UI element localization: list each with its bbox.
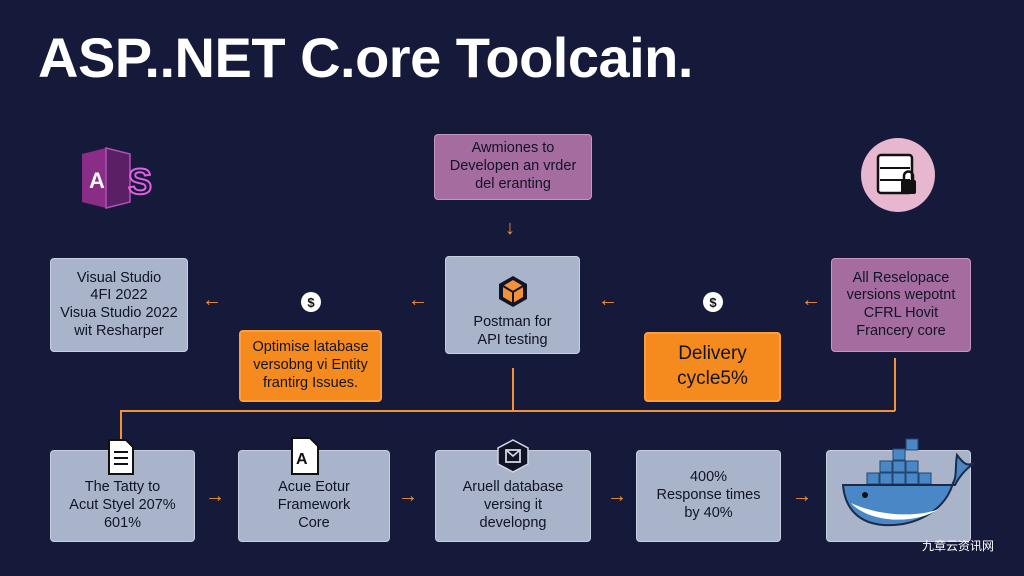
database-text: Aruell database versing it developng: [462, 479, 564, 531]
top-center-node: Awmiones to Developen an vrder del erant…: [434, 134, 592, 200]
postman-node: Postman for API testing: [445, 256, 580, 354]
postman-text: Postman for API testing: [473, 314, 552, 348]
release-text: All Reselopace versions wepotnt CFRL Hov…: [846, 269, 956, 339]
page-title: ASP..NET C.ore Toolcain.: [38, 26, 693, 89]
database-node: Aruell database versing it developng: [435, 450, 591, 542]
docker-whale-icon: [841, 438, 975, 527]
framework-node: Acue Eotur Framework Core: [238, 450, 390, 542]
svg-text:A: A: [89, 168, 105, 193]
connector-release-drop: [894, 358, 896, 411]
optimize-text: Optimise latabase versobng vi Entity fra…: [252, 339, 369, 391]
document-icon: [108, 439, 134, 475]
arrow-down-to-postman: ↓: [505, 217, 515, 239]
release-node: All Reselopace versions wepotnt CFRL Hov…: [831, 258, 971, 352]
delivery-node: Delivery cycle5%: [644, 332, 781, 402]
delivery-text: Delivery cycle5%: [677, 343, 748, 389]
watermark: 九章云资讯网: [922, 539, 995, 553]
package-cube-icon: [498, 276, 527, 308]
arrow-left-4: ←: [801, 289, 821, 311]
arrow-right-2: →: [398, 485, 418, 507]
arrow-right-3: →: [607, 485, 627, 507]
arrow-left-2: ←: [408, 289, 428, 311]
connector-bus: [120, 410, 895, 412]
file-icon: A: [291, 437, 319, 475]
optimize-node: Optimise latabase versobng vi Entity fra…: [239, 330, 382, 402]
top-center-text: Awmiones to Developen an vrder del erant…: [449, 140, 577, 192]
svg-text:A: A: [296, 451, 308, 468]
dollar-coin-icon: $: [703, 292, 723, 312]
response-text: 400% Response times by 40%: [656, 469, 761, 521]
connector-postman-drop: [512, 368, 514, 411]
response-node: 400% Response times by 40%: [636, 450, 781, 542]
dollar-coin-icon: $: [301, 292, 321, 312]
arrow-right-1: →: [205, 485, 225, 507]
docker-node: [826, 438, 975, 542]
arrow-left-1: ←: [202, 289, 222, 311]
framework-text: Acue Eotur Framework Core: [277, 479, 351, 531]
package-box-icon: [497, 439, 529, 473]
visual-studio-text: Visual Studio 4FI 2022 Visua Studio 2022…: [60, 269, 178, 339]
svg-text:S: S: [128, 161, 152, 202]
connector-left-drop: [120, 410, 122, 450]
arrow-right-4: →: [792, 485, 812, 507]
visual-studio-node: Visual Studio 4FI 2022 Visua Studio 2022…: [50, 258, 188, 352]
arrow-left-3: ←: [598, 289, 618, 311]
asp-net-logo-icon: A S: [82, 147, 153, 209]
tatty-text: The Tatty to Acut Styel 207% 601%: [69, 479, 176, 531]
server-lock-icon: [861, 138, 935, 212]
